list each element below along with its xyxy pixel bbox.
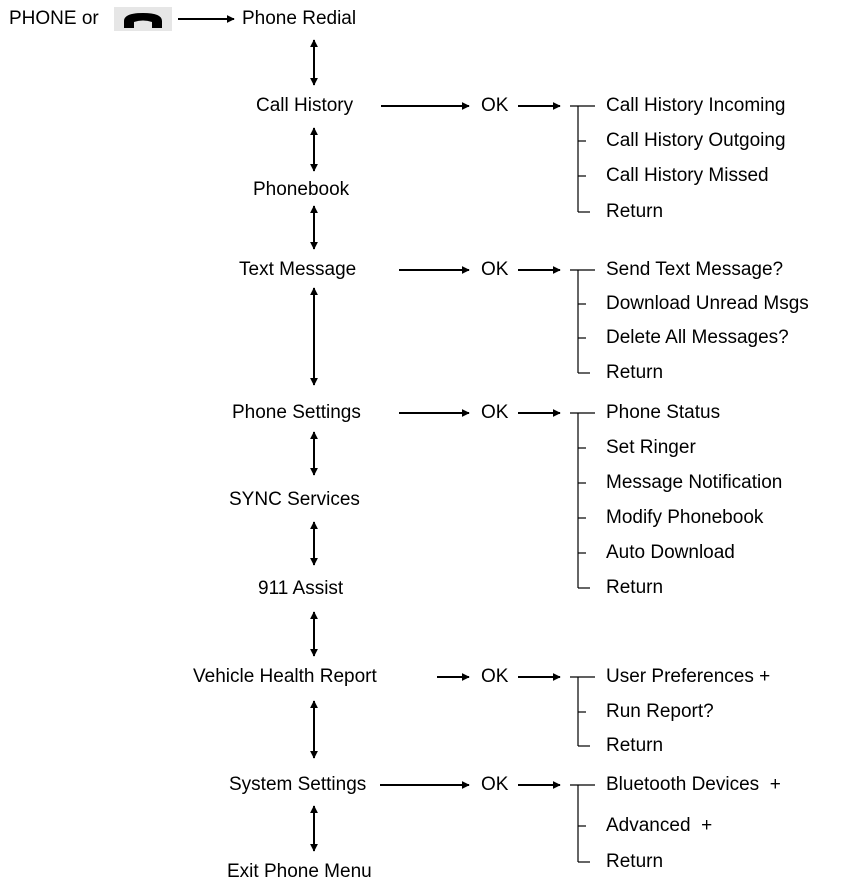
submenu-item: Delete All Messages? — [606, 327, 789, 348]
submenu-item: Advanced + — [606, 815, 713, 836]
submenu-item: Send Text Message? — [606, 259, 784, 280]
menu-item-exit-phone-menu: Exit Phone Menu — [227, 861, 372, 882]
menu-item-sync-services: SYNC Services — [229, 489, 360, 510]
submenu-item: Return — [606, 851, 664, 872]
submenu-item: Set Ringer — [606, 437, 696, 458]
menu-item-system-settings: System Settings — [229, 774, 367, 795]
ok-call-history: OK — [481, 95, 509, 116]
submenu-item: Call History Outgoing — [606, 130, 786, 151]
submenu-item: Return — [606, 362, 664, 383]
submenu-item: User Preferences + — [606, 666, 771, 687]
submenu-item: Phone Status — [606, 402, 721, 423]
menu-item-phonebook: Phonebook — [253, 179, 350, 200]
bracket-phone-settings — [570, 412, 595, 589]
submenu-item: Auto Download — [606, 542, 735, 563]
bracket-call-history — [570, 105, 595, 213]
menu-item-call-history: Call History — [256, 95, 354, 116]
menu-item-vehicle-health-report: Vehicle Health Report — [193, 666, 377, 687]
submenu-item: Bluetooth Devices + — [606, 774, 781, 795]
submenu-item: Call History Missed — [606, 165, 769, 186]
submenu-item: Call History Incoming — [606, 95, 786, 116]
submenu-item: Return — [606, 201, 664, 222]
menu-item-911-assist: 911 Assist — [258, 578, 344, 599]
submenu-item: Message Notification — [606, 472, 783, 493]
menu-item-phone-redial: Phone Redial — [242, 8, 357, 29]
ok-vehicle-health: OK — [481, 666, 509, 687]
submenu-item: Modify Phonebook — [606, 507, 764, 528]
bracket-text-message — [570, 269, 595, 374]
ok-text-message: OK — [481, 259, 509, 280]
submenu-item: Return — [606, 577, 664, 598]
menu-item-phone-settings: Phone Settings — [232, 402, 361, 423]
submenu-item: Run Report? — [606, 701, 714, 722]
menu-item-text-message: Text Message — [239, 259, 357, 280]
bracket-system-settings — [570, 784, 595, 863]
submenu-item: Download Unread Msgs — [606, 293, 809, 314]
ok-phone-settings: OK — [481, 402, 509, 423]
phone-handset-icon — [114, 7, 172, 31]
start-label: PHONE or — [9, 8, 99, 29]
submenu-item: Return — [606, 735, 664, 756]
bracket-vehicle-health — [570, 676, 595, 747]
ok-system-settings: OK — [481, 774, 509, 795]
